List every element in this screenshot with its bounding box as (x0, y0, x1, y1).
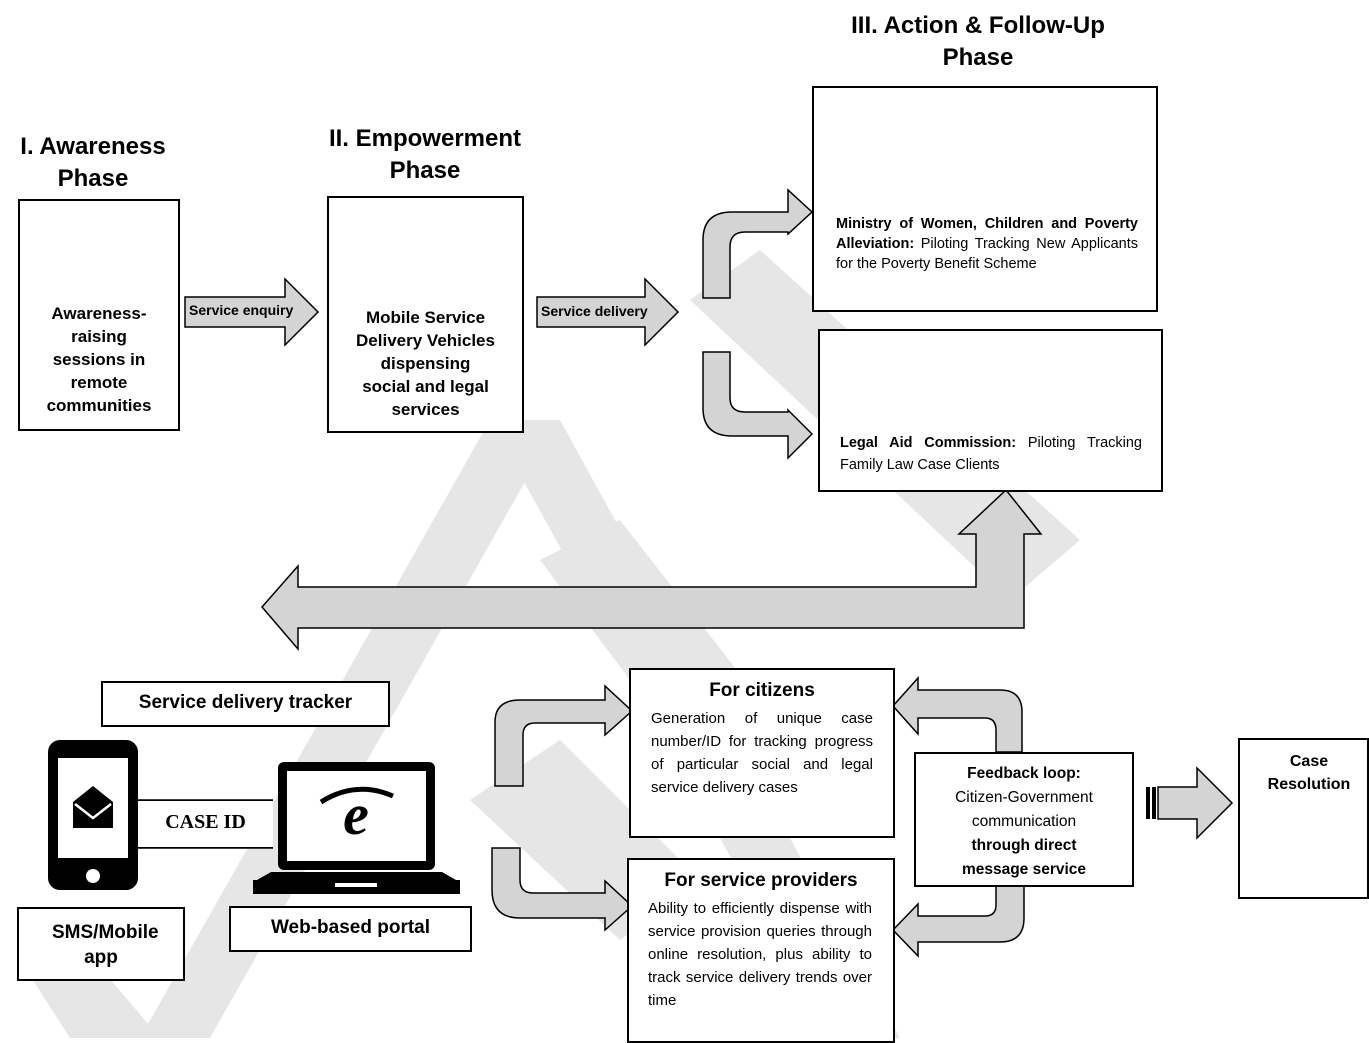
case-resolution-box (1238, 738, 1369, 899)
arrow-to-citizens (494, 684, 634, 787)
sms-app-box (17, 907, 185, 981)
providers-text: Ability to efficiently dispense with ser… (648, 900, 872, 1009)
awareness-text-line: Awareness- (51, 304, 147, 323)
case-id-box (138, 800, 273, 848)
ministry-name: Ministry of Women, Children and Poverty … (836, 216, 1138, 252)
legal-aid-box (818, 329, 1163, 492)
feedback-arrow-top (891, 676, 1023, 753)
feedback-box (914, 752, 1134, 887)
citizens-text: Generation of unique case number/ID for … (651, 710, 873, 796)
feedback-arrow-bottom (891, 885, 1025, 958)
providers-title: For service providers (664, 870, 858, 891)
legal-aid-name: Legal Aid Commission: (840, 435, 1017, 451)
awareness-text-line: communities (46, 396, 152, 415)
case-resolution-title: Case Resolution (1267, 753, 1351, 793)
sms-app-label: SMS/Mobile app (52, 922, 159, 968)
empowerment-box (327, 196, 524, 433)
service-delivery-arrow (536, 277, 680, 347)
awareness-text-line: raising (71, 327, 127, 346)
ministry-box (812, 86, 1158, 312)
web-portal-label: Web-based portal (270, 917, 431, 938)
case-id-label: CASE ID (165, 811, 246, 833)
feedback-channel: through direct message service (961, 837, 1087, 878)
service-enquiry-label: Service enquiry (189, 302, 294, 318)
service-enquiry-arrow (184, 277, 320, 347)
awareness-title-line1: I. Awareness (20, 133, 166, 160)
arrow-to-legal-aid (702, 351, 814, 460)
awareness-text-line: sessions in (52, 350, 146, 369)
feedback-title: Feedback loop: (967, 765, 1081, 782)
empowerment-text-line: Delivery Vehicles (356, 331, 495, 350)
phone-envelope-icon (48, 740, 138, 890)
tracker-title-box (101, 681, 390, 727)
feedback-description: Citizen-Government communication (955, 789, 1093, 830)
empowerment-title-line2: Phase (389, 157, 461, 184)
action-title-line1: III. Action & Follow-Up (851, 12, 1105, 39)
connector-arrow (261, 488, 1043, 652)
arrow-to-ministry (702, 188, 814, 299)
awareness-phase-title: I. Awareness Phase (0, 131, 186, 195)
empowerment-text-line: Mobile Service (365, 308, 486, 327)
awareness-text-line: remote (70, 373, 128, 392)
arrow-to-providers (491, 847, 634, 932)
empowerment-title-line1: II. Empowerment (328, 125, 522, 152)
web-portal-box (229, 906, 472, 952)
service-delivery-label: Service delivery (541, 303, 648, 319)
empowerment-phase-title: II. Empowerment Phase (305, 123, 545, 187)
citizens-title: For citizens (709, 680, 815, 701)
action-title-line2: Phase (942, 44, 1014, 71)
action-phase-title: III. Action & Follow-Up Phase (826, 10, 1130, 74)
awareness-box-text: Awareness- raising sessions in remote co… (20, 302, 178, 417)
legal-aid-text: Legal Aid Commission: Piloting Tracking … (840, 432, 1142, 476)
awareness-title-line2: Phase (57, 165, 129, 192)
arrow-to-resolution (1146, 766, 1234, 840)
empowerment-box-text: Mobile Service Delivery Vehicles dispens… (329, 306, 522, 421)
legal-aid-description: Piloting Tracking Family Law Case Client… (840, 435, 1142, 473)
ministry-text: Ministry of Women, Children and Poverty … (836, 214, 1138, 274)
empowerment-text-line: services (391, 400, 460, 419)
empowerment-text-line: dispensing (380, 354, 471, 373)
citizens-box (629, 668, 895, 838)
feedback-text: Feedback loop: Citizen-Government commun… (916, 762, 1132, 882)
ministry-description: Piloting Tracking New Applicants for the… (836, 236, 1138, 272)
empowerment-text-line: social and legal (362, 377, 489, 396)
tracker-title: Service delivery tracker (138, 692, 353, 713)
awareness-box (18, 199, 180, 431)
laptop-browser-icon: e (253, 762, 460, 894)
